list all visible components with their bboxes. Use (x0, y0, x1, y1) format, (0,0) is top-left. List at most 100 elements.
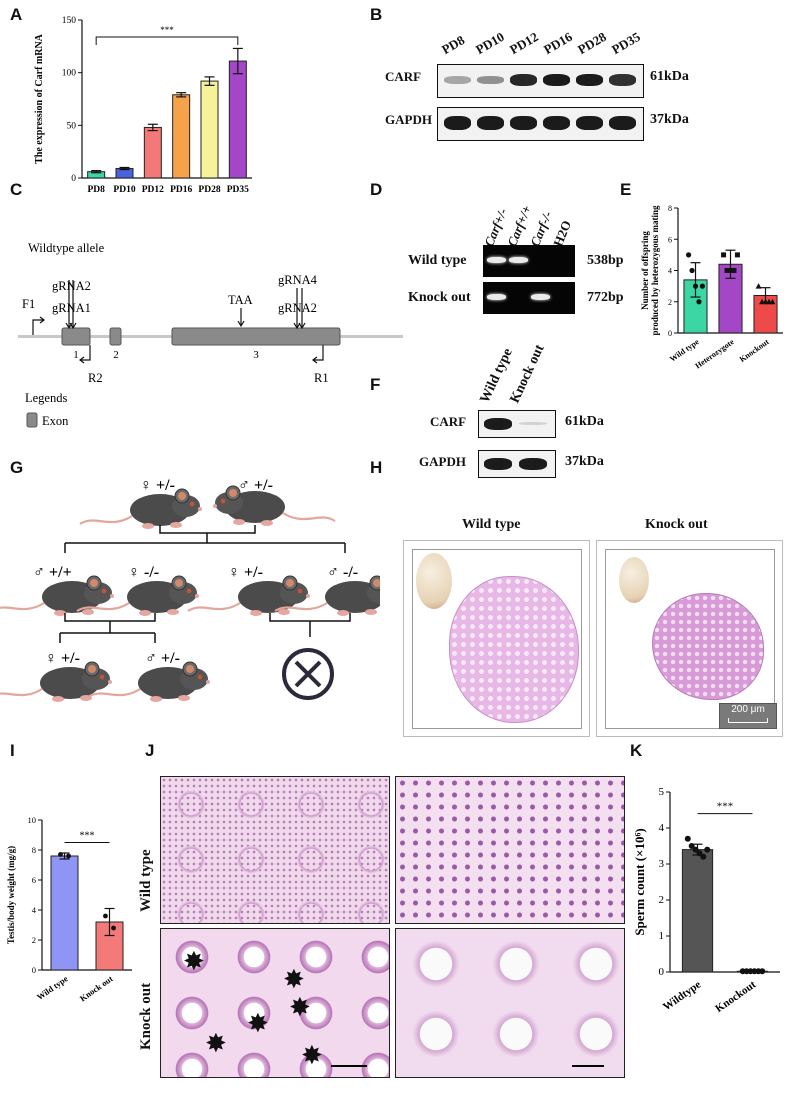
blot-size-label: 61kDa (565, 414, 604, 429)
bar (228, 60, 247, 179)
protein-band (444, 76, 471, 84)
vacuole-star-icon: ✸ (301, 1041, 323, 1070)
vacuole-star-icon: ✸ (289, 993, 311, 1022)
protein-band (510, 116, 537, 130)
data-point (700, 853, 707, 860)
panel-label-j: J (145, 741, 155, 760)
panel-label-g: G (10, 458, 24, 477)
j-wildtype-low-mag (160, 776, 390, 924)
blot-strip (437, 64, 644, 98)
significance-bracket (95, 36, 239, 45)
y-tick-label: 4 (32, 905, 37, 915)
x-tick-label: PD10 (113, 185, 135, 195)
protein-band (444, 116, 471, 130)
blot-size-label: 61kDa (650, 69, 689, 84)
grandchild-female-label: ♀ +/- (45, 650, 80, 667)
panel-label-d: D (370, 180, 383, 199)
taa-label: TAA (228, 293, 253, 307)
legend-exon-label: Exon (42, 414, 69, 428)
grna4-label: gRNA4 (278, 273, 318, 287)
y-tick-label: 2 (668, 298, 672, 307)
blot-size-label: 37kDa (650, 112, 689, 127)
ko-testis-section (652, 593, 764, 700)
data-point (724, 268, 730, 273)
protein-band (543, 116, 570, 130)
x-tick-label: Wildtype (661, 979, 703, 1014)
wt-testis-section (449, 576, 579, 723)
wt-testis-photo (416, 553, 452, 609)
y-tick-label: 0 (668, 329, 672, 338)
mouse-g1-female-icon (0, 660, 114, 704)
lane-label: PD16 (541, 28, 575, 58)
panel-label-f: F (370, 375, 381, 394)
exon-2 (109, 327, 122, 346)
y-tick-label: 0 (659, 966, 665, 978)
breeding-scheme-g: ♀ +/- ♂ +/- ♂ +/+ ♀ -/- ♀ +/- ♂ -/- ♀ +/… (0, 477, 380, 704)
data-point (699, 283, 706, 289)
data-point (689, 267, 695, 274)
panel-label-a: A (10, 5, 23, 24)
protein-band (477, 116, 504, 130)
grna2-left-label: gRNA2 (52, 279, 91, 293)
panel-label-b: B (370, 5, 383, 24)
bar (143, 126, 162, 179)
y-tick-label: 6 (668, 235, 672, 244)
lane-label: PD35 (609, 28, 643, 58)
h-wildtype-image (403, 540, 590, 737)
exon-3-label: 3 (253, 349, 259, 361)
y-tick-label: 0 (32, 965, 36, 975)
data-point (696, 299, 702, 305)
y-tick-label: 0 (71, 174, 76, 184)
j-knockout-low-mag: ✸ ✸ ✸ ✸ ✸ ✸ (160, 928, 390, 1078)
panel-label-k: K (630, 741, 643, 760)
h-wildtype-title: Wild type (462, 517, 521, 532)
vacuole-star-icon: ✸ (205, 1029, 227, 1058)
data-point (58, 852, 63, 857)
y-tick-label: 4 (659, 822, 665, 834)
gel-strip (483, 282, 575, 314)
child1-female-label: ♀ -/- (128, 564, 159, 581)
bar (200, 80, 219, 179)
y-tick-label: 10 (28, 815, 37, 825)
y-tick-label: 150 (62, 16, 77, 26)
dna-band (531, 294, 550, 300)
protein-band (484, 418, 512, 430)
child2-female-label: ♀ +/- (228, 564, 263, 581)
protein-band (519, 422, 547, 425)
gene-diagram-c: Wildtype allele 1 2 3 gRNA2 gRNA1 F1 R2 … (18, 241, 403, 428)
data-point (111, 925, 116, 931)
blot-strip (437, 107, 644, 141)
lane-label: PD12 (507, 28, 541, 58)
y-tick-label: 2 (32, 935, 36, 945)
x-tick-label: PD8 (87, 185, 105, 195)
gel-row-label: Wild type (408, 253, 467, 268)
r2-primer-label: R2 (88, 371, 103, 385)
data-point (692, 283, 699, 289)
x-tick-label: PD12 (142, 185, 164, 195)
h-knockout-title: Knock out (645, 517, 708, 532)
gel-strip (483, 245, 575, 277)
grna1-label: gRNA1 (52, 301, 91, 315)
child2-male-label: ♂ -/- (327, 564, 358, 581)
y-axis-label: Sperm count (×10⁶) (632, 828, 647, 935)
j-wildtype-high-mag (395, 776, 625, 924)
child1-male-label: ♂ +/+ (33, 564, 72, 581)
exon-1 (61, 327, 91, 346)
protein-band (609, 74, 636, 86)
data-point (66, 853, 71, 859)
data-point (704, 846, 711, 853)
wildtype-allele-title: Wildtype allele (28, 241, 105, 255)
x-tick-label: PD16 (170, 185, 192, 195)
parent-male-label: ♂ +/- (238, 477, 273, 494)
panel-label-i: I (10, 741, 15, 760)
protein-band (510, 74, 537, 86)
data-point (728, 268, 733, 273)
h-knockout-image: 200 μm (596, 540, 783, 737)
y-axis-label: The expression of Carf mRNA (34, 33, 45, 164)
no-offspring-icon (282, 648, 334, 700)
